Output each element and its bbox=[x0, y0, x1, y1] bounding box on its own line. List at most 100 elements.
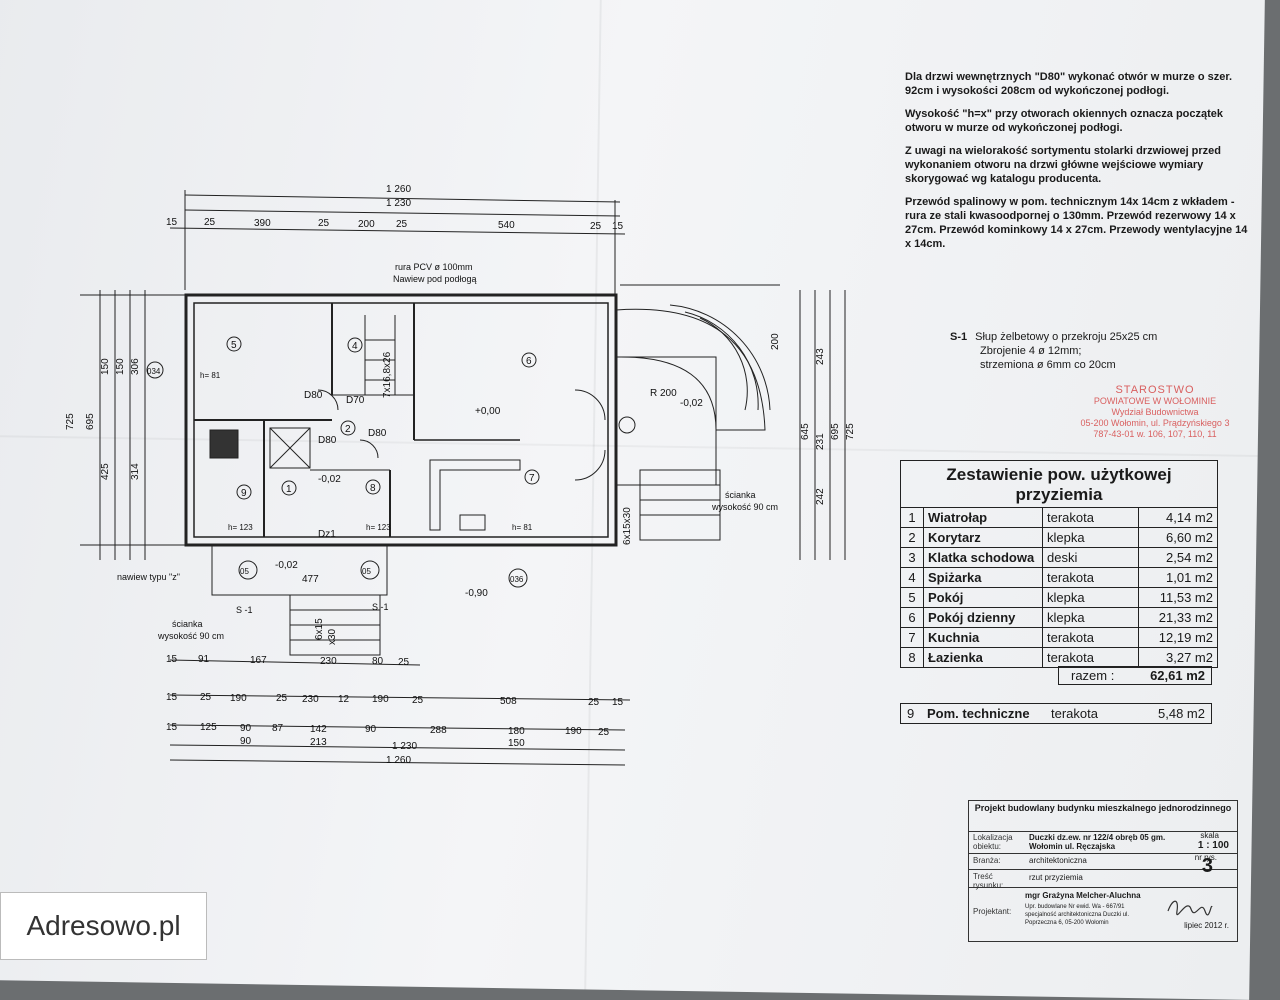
dim-bottom: 180 bbox=[508, 726, 525, 737]
wall-note: ścianka bbox=[725, 490, 756, 500]
dim-left: 150 bbox=[115, 358, 126, 375]
title-block: Projekt budowlany budynku mieszkalnego j… bbox=[968, 800, 1238, 942]
room-num: 3 bbox=[900, 547, 924, 568]
pcv-label: rura PCV ø 100mm bbox=[395, 262, 473, 272]
radius-label: R 200 bbox=[650, 388, 677, 399]
dim-bottom: 12 bbox=[338, 694, 350, 705]
stamp-line: 05-200 Wołomin, ul. Prądzyńskiego 3 bbox=[1080, 418, 1230, 428]
stairs-label: 6x15x30 bbox=[622, 507, 633, 545]
room-num: 7 bbox=[529, 473, 535, 484]
dim-left: 425 bbox=[100, 463, 111, 480]
dim-lower: 91 bbox=[198, 654, 210, 665]
dim-left: 314 bbox=[130, 463, 141, 480]
dim-bottom: 288 bbox=[430, 725, 447, 736]
designer-license: Upr. budowlane Nr ewid. Wa - 667/91 spec… bbox=[1025, 904, 1130, 926]
room-num: 2 bbox=[900, 527, 924, 548]
dim-bottom: 142 bbox=[310, 724, 327, 735]
room-material: terakota bbox=[1042, 647, 1139, 668]
dim-bottom: 15 bbox=[166, 722, 178, 733]
level-label: -0,02 bbox=[318, 474, 341, 485]
area-table-title: Zestawienie pow. użytkowej przyziemia bbox=[900, 460, 1218, 507]
dim-bottom: 25 bbox=[276, 693, 288, 704]
note-doors: Dla drzwi wewnętrznych "D80" wykonać otw… bbox=[905, 71, 1233, 97]
wall-note: wysokość 90 cm bbox=[711, 502, 778, 512]
area-total: razem : 62,61 m2 bbox=[1058, 666, 1212, 685]
room-num: 6 bbox=[900, 607, 924, 628]
dim-bottom: 90 bbox=[365, 724, 377, 735]
room-area: 11,53 m2 bbox=[1138, 587, 1218, 608]
room-area: 21,33 m2 bbox=[1138, 607, 1218, 628]
room-name: Kuchnia bbox=[923, 627, 1043, 648]
room-num: 2 bbox=[345, 424, 351, 435]
level-label: -0,90 bbox=[465, 588, 488, 599]
door-label: D80 bbox=[318, 435, 337, 446]
window-label: 036 bbox=[510, 575, 524, 584]
dim-bottom: 25 bbox=[588, 697, 600, 708]
dim-bottom: 15 bbox=[612, 697, 624, 708]
total-value: 62,61 m2 bbox=[1150, 668, 1205, 683]
room-num: 8 bbox=[900, 647, 924, 668]
column-spec-line: Słup żelbetowy o przekroju 25x25 cm bbox=[975, 331, 1158, 343]
note-entrance: Z uwagi na wielorakość sortymentu stolar… bbox=[905, 145, 1222, 185]
dim-top: 25 bbox=[204, 217, 216, 228]
dim-bottom: 190 bbox=[565, 726, 582, 737]
room-material: terakota bbox=[1042, 567, 1139, 588]
stamp-line: Wydział Budownictwa bbox=[1111, 407, 1199, 417]
note-ducts: Przewód spalinowy w pom. technicznym 14x… bbox=[905, 196, 1248, 250]
wall-note: ścianka bbox=[172, 619, 203, 629]
dim-bottom: 90 bbox=[240, 723, 252, 734]
location-value: Duczki dz.ew. nr 122/4 obręb 05 gm. Woło… bbox=[1029, 833, 1166, 851]
drawing-num: 3 bbox=[1201, 855, 1213, 877]
dim-bottom: 190 bbox=[372, 694, 389, 705]
dim-bottom: 25 bbox=[412, 695, 424, 706]
column-label: S -1 bbox=[372, 602, 389, 612]
scale-label: skala bbox=[1200, 831, 1219, 840]
dim-top: 25 bbox=[396, 219, 408, 230]
dim-lower: 167 bbox=[250, 655, 267, 666]
location-label: Lokalizacja obiektu: bbox=[973, 833, 1013, 851]
room-name: Łazienka bbox=[923, 647, 1043, 668]
dim-lower: 15 bbox=[166, 654, 178, 665]
room-num: 1 bbox=[900, 507, 924, 528]
dim-1230: 1 230 bbox=[386, 198, 411, 209]
dim-bottom: 213 bbox=[310, 737, 327, 748]
construction-notes: Dla drzwi wewnętrznych "D80" wykonać otw… bbox=[905, 70, 1255, 260]
room-material: deski bbox=[1042, 547, 1139, 568]
stairs-label: 7x16,8x26 bbox=[382, 351, 393, 398]
door-label: D70 bbox=[346, 395, 365, 406]
sill-label: h= 81 bbox=[200, 371, 221, 380]
room-name: Spiżarka bbox=[923, 567, 1043, 588]
sill-label: h= 123 bbox=[366, 523, 391, 532]
dim-right: 200 bbox=[770, 333, 781, 350]
branch-label: Branża: bbox=[973, 856, 1001, 865]
note-windows: Wysokość "h=x" przy otworach okiennych o… bbox=[905, 108, 1224, 134]
vent-note: nawiew typu "z" bbox=[117, 572, 180, 582]
room-area: 1,01 m2 bbox=[1138, 567, 1218, 588]
dim-top: 25 bbox=[318, 218, 330, 229]
room-area: 6,60 m2 bbox=[1138, 527, 1218, 548]
room-name: Pokój dzienny bbox=[923, 607, 1043, 628]
room-material: klepka bbox=[1042, 527, 1139, 548]
scale-value: 1 : 100 bbox=[1197, 840, 1229, 851]
room-num: 5 bbox=[231, 340, 237, 351]
dim-lower: 230 bbox=[320, 656, 337, 667]
room-num: 5 bbox=[900, 587, 924, 608]
dim-top: 15 bbox=[612, 221, 624, 232]
room-num: 6 bbox=[526, 356, 532, 367]
branch-value: architektoniczna bbox=[1029, 856, 1087, 865]
dim-right: 725 bbox=[845, 423, 856, 440]
stairs-label: x30 bbox=[327, 628, 338, 645]
tech-name: Pom. techniczne bbox=[927, 706, 1030, 721]
room-area: 2,54 m2 bbox=[1138, 547, 1218, 568]
dim-right: 242 bbox=[815, 488, 826, 505]
content-row: Treść rysunku: rzut przyziemia 3 bbox=[969, 855, 1237, 890]
dim-bottom: 125 bbox=[200, 722, 217, 733]
dim-left: 725 bbox=[65, 413, 76, 430]
room-name: Wiatrołap bbox=[923, 507, 1043, 528]
